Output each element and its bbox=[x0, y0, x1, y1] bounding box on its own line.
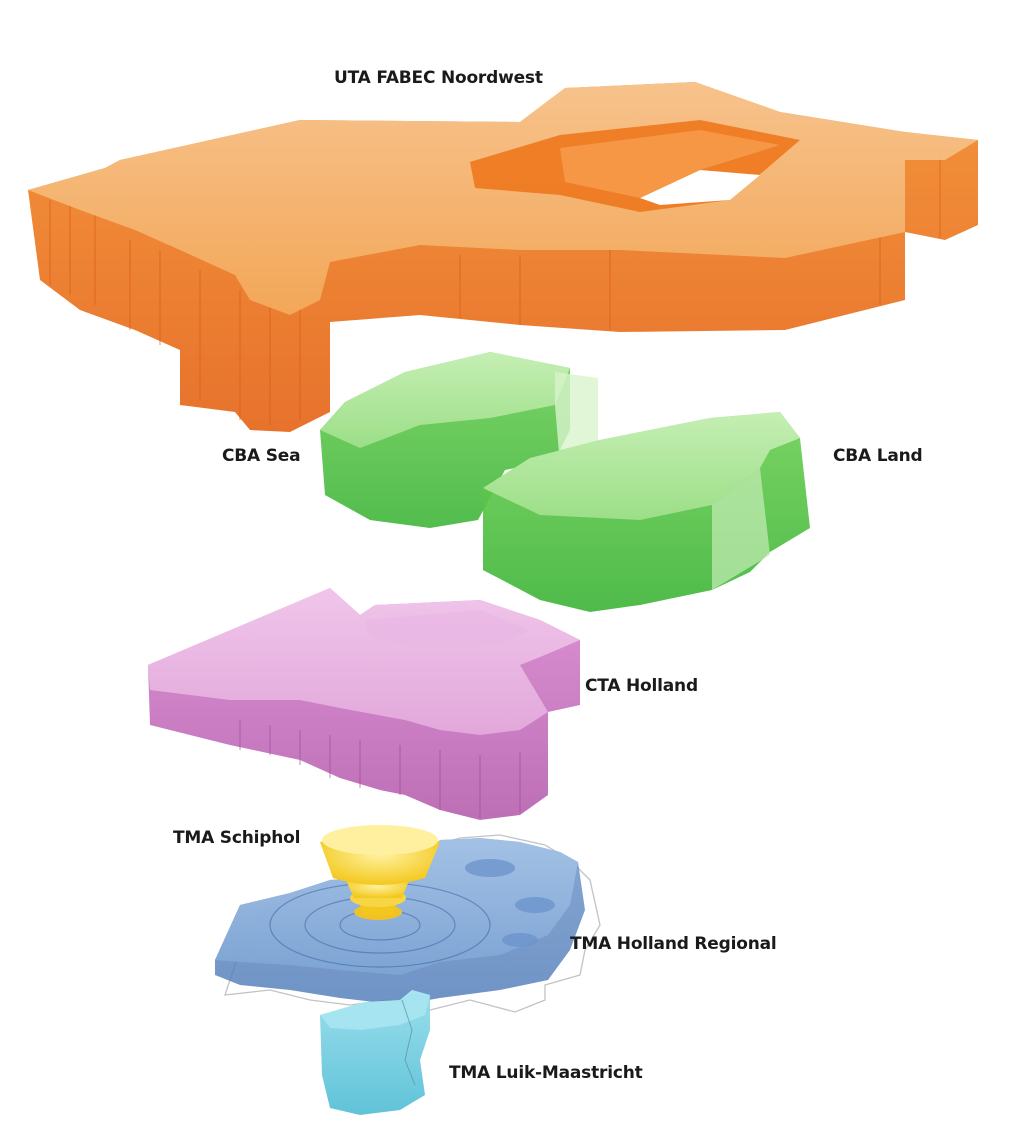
cta-holland-block bbox=[148, 588, 580, 820]
label-cta-holland: CTA Holland bbox=[585, 676, 698, 696]
cba-sea-block bbox=[320, 352, 598, 528]
tma-bump-3 bbox=[502, 933, 538, 947]
cba-land-block bbox=[483, 412, 810, 612]
cba-sea-top-surface bbox=[320, 352, 570, 448]
cta-wall-stripes bbox=[239, 720, 521, 818]
schiphol-top-cap bbox=[322, 825, 438, 855]
uta-fabec-noordwest-block bbox=[28, 82, 978, 432]
label-tma-luik-maastricht: TMA Luik-Maastricht bbox=[449, 1063, 643, 1083]
label-tma-holland-regional: TMA Holland Regional bbox=[570, 934, 777, 954]
tma-bump-2 bbox=[515, 897, 555, 913]
cba-land-facet bbox=[712, 468, 770, 590]
uta-inner-ledge bbox=[560, 130, 780, 198]
cba-sea-facet bbox=[555, 372, 598, 465]
cba-land-top-surface bbox=[483, 412, 800, 520]
label-tma-schiphol: TMA Schiphol bbox=[173, 828, 301, 848]
uta-inner-floor bbox=[640, 170, 760, 205]
uta-wall-stripes bbox=[49, 150, 941, 425]
tma-luik-maastricht-block bbox=[320, 990, 430, 1115]
label-uta-fabec-noordwest: UTA FABEC Noordwest bbox=[334, 68, 543, 88]
tma-luik-border-line bbox=[401, 999, 416, 1086]
label-cba-land: CBA Land bbox=[833, 446, 923, 466]
tma-bump-1 bbox=[465, 859, 515, 877]
tma-schiphol-block bbox=[320, 825, 440, 920]
label-cba-sea: CBA Sea bbox=[222, 446, 301, 466]
cta-inner-ledge bbox=[365, 610, 530, 648]
